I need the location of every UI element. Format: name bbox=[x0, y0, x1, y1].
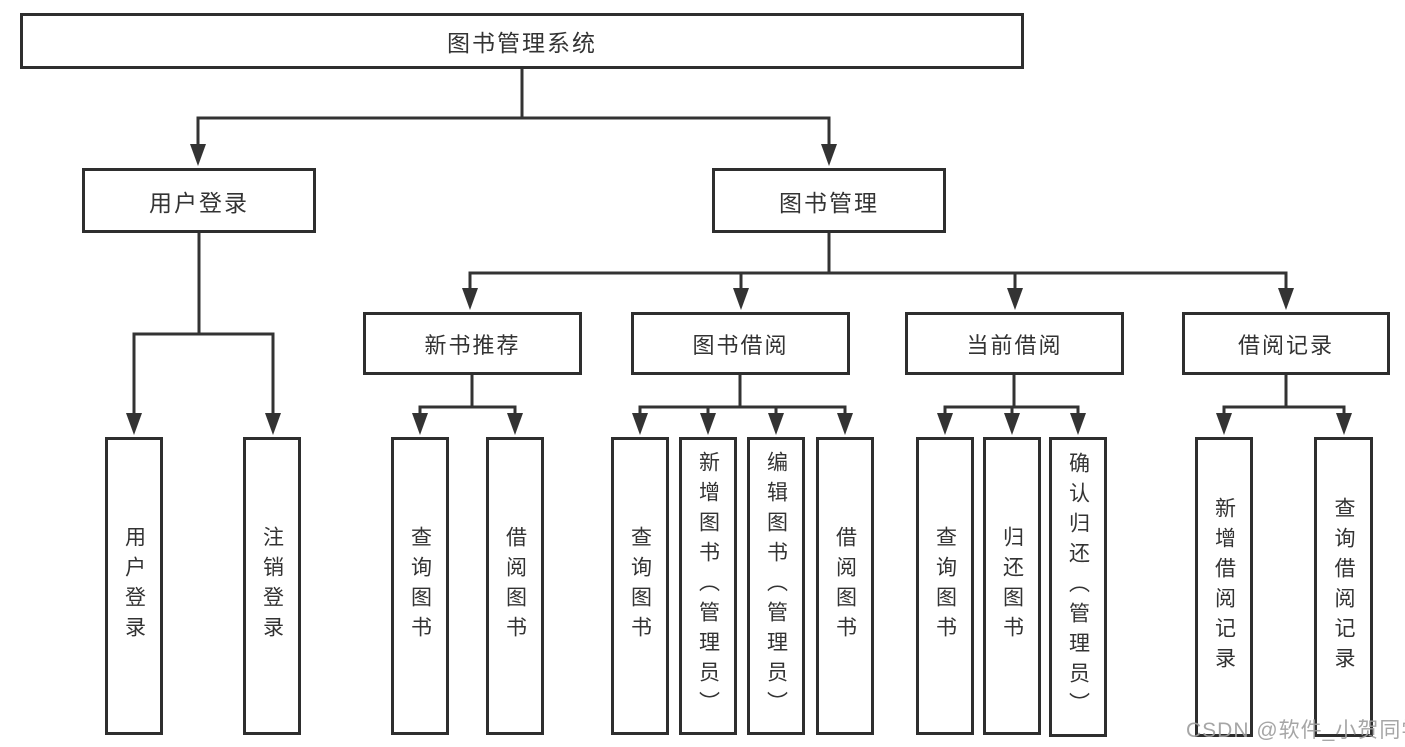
leaf-query-books-borrow: 查询图书 bbox=[611, 437, 669, 735]
node-borrow-records-label: 借阅记录 bbox=[1237, 332, 1334, 358]
leaf-user-login: 用户登录 bbox=[105, 437, 163, 735]
leaf-query-books-current: 查询图书 bbox=[916, 437, 974, 735]
watermark: CSDN @软件_小贺同学 bbox=[1186, 719, 1405, 742]
node-new-book-recommend-label: 新书推荐 bbox=[424, 332, 521, 358]
node-borrow-records: 借阅记录 bbox=[1182, 312, 1390, 375]
leaf-add-borrow-record: 新增借阅记录 bbox=[1195, 437, 1253, 737]
node-book-management-label: 图书管理 bbox=[779, 189, 879, 216]
node-new-book-recommend: 新书推荐 bbox=[363, 312, 582, 375]
leaf-borrow-books-recommend: 借阅图书 bbox=[486, 437, 544, 735]
node-root: 图书管理系统 bbox=[20, 13, 1024, 69]
node-root-label: 图书管理系统 bbox=[447, 30, 597, 56]
node-book-borrow: 图书借阅 bbox=[631, 312, 850, 375]
node-book-management: 图书管理 bbox=[712, 168, 946, 233]
node-user-login: 用户登录 bbox=[82, 168, 316, 233]
leaf-query-books-recommend: 查询图书 bbox=[391, 437, 449, 735]
node-book-borrow-label: 图书借阅 bbox=[692, 332, 789, 358]
node-user-login-label: 用户登录 bbox=[149, 189, 249, 216]
leaf-return-books: 归还图书 bbox=[983, 437, 1041, 735]
node-current-borrow-label: 当前借阅 bbox=[966, 332, 1063, 358]
leaf-confirm-return-admin: 确认归还（管理员） bbox=[1049, 437, 1107, 737]
leaf-add-books-admin: 新增图书（管理员） bbox=[679, 437, 737, 735]
leaf-borrow-books: 借阅图书 bbox=[816, 437, 874, 735]
node-current-borrow: 当前借阅 bbox=[905, 312, 1124, 375]
leaf-edit-books-admin: 编辑图书（管理员） bbox=[747, 437, 805, 735]
leaf-logout: 注销登录 bbox=[243, 437, 301, 735]
leaf-query-borrow-record: 查询借阅记录 bbox=[1314, 437, 1373, 737]
